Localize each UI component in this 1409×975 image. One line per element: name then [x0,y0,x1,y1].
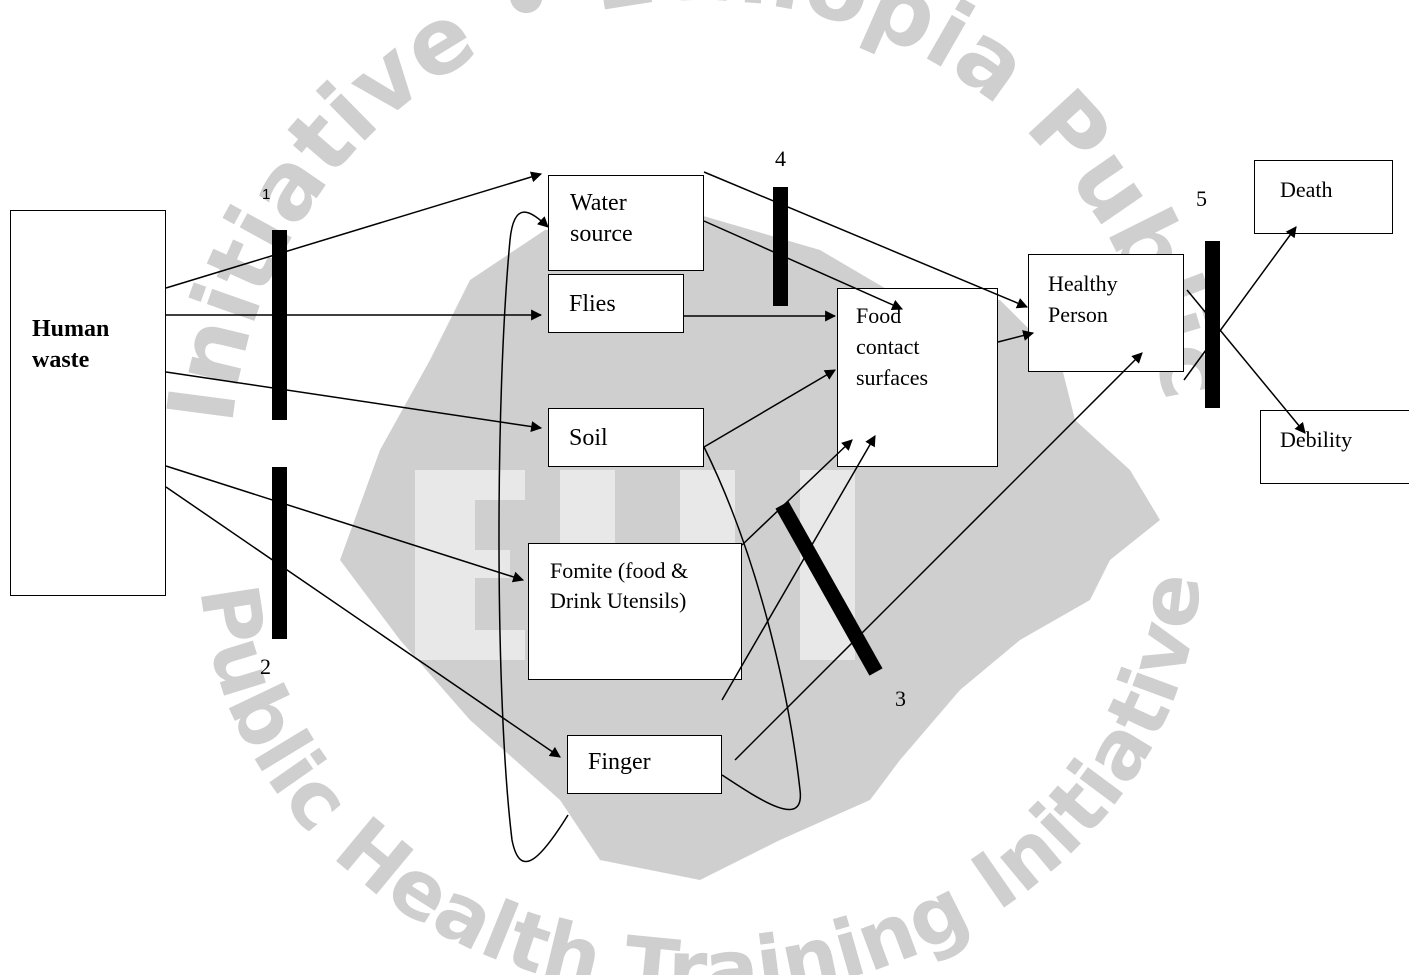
arrow-healthy-to-death [1183,226,1297,381]
loop-finger-to-water [498,211,569,863]
finger-box [567,735,722,794]
food-contact-box [837,288,998,467]
soil-label: Soil [569,425,608,451]
soil-box [548,408,704,467]
arrow-waste-to-fomite [165,465,525,583]
human-waste-label: Human waste [32,316,110,373]
arrow-fomite-bottom-to-food [721,435,876,701]
arrow-waste-to-water [165,171,543,289]
arrow-waste-to-finger [165,486,561,758]
debility-box [1260,410,1409,484]
flies-box [548,274,684,333]
flies-label: Flies [569,291,616,317]
barrier-3 [775,501,883,676]
arrow-soil-to-food [703,369,836,448]
arrow-water-to-food [703,220,904,311]
healthy-person-box [1028,254,1184,372]
water-source-label: Water source [570,190,633,247]
debility-label: Debility [1280,427,1353,452]
curve-soil-to-finger [703,446,801,811]
arrow-food-to-healthy [997,330,1035,343]
barrier-2-number: 2 [260,654,271,679]
barrier-2 [272,467,287,639]
barrier-1-number: 1 [262,186,271,203]
human-waste-box [10,210,166,596]
barrier-3-number: 3 [895,686,906,711]
death-box [1254,160,1393,234]
arrow-healthy-to-debility [1186,289,1306,434]
barrier-4-number: 4 [775,146,786,171]
barrier-5 [1205,241,1220,408]
fomite-box [528,543,742,680]
arrow-water-to-healthy [703,171,1029,309]
food-contact-label: Food contact surfaces [856,303,929,390]
finger-label: Finger [588,749,651,775]
water-source-box [548,175,704,271]
arrow-finger-to-healthy [734,352,1143,761]
arrow-waste-to-soil [165,371,543,432]
fomite-label: Fomite (food & Drink Utensils) [550,558,689,613]
barrier-4 [773,187,788,306]
arrow-fomite-to-food [741,439,853,546]
death-label: Death [1280,177,1333,202]
healthy-person-label: Healthy Person [1048,271,1118,327]
barrier-5-number: 5 [1196,186,1207,211]
barrier-1 [272,230,287,420]
